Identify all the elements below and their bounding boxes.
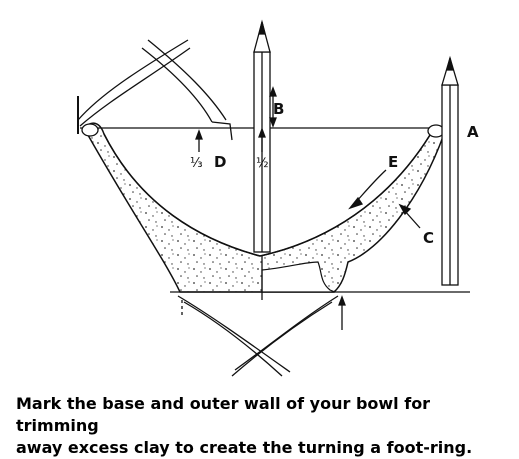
caption: Mark the base and outer wall of your bow… <box>16 393 511 459</box>
dimension-b <box>269 86 277 128</box>
pencil-right <box>441 55 459 286</box>
caliper-bottom <box>177 295 339 377</box>
arrow-c <box>398 203 421 229</box>
label-third: ⅓ <box>190 156 203 171</box>
bowl-inner-surface <box>103 133 431 257</box>
arrow-half <box>258 127 266 152</box>
caliper-top <box>77 39 233 141</box>
label-c: C <box>423 229 434 247</box>
bowl-trimming-diagram: B A C D E ⅓ ½ <box>77 19 479 377</box>
caption-line-1: Mark the base and outer wall of your bow… <box>16 394 431 435</box>
label-e: E <box>388 153 398 171</box>
label-b: B <box>273 100 284 118</box>
caption-line-2: away excess clay to create the turning a… <box>16 438 473 457</box>
foot-ring-recess <box>261 261 336 293</box>
rim-left <box>81 123 99 137</box>
arrow-e <box>348 169 387 210</box>
arrow-third <box>195 129 203 152</box>
label-a: A <box>467 123 479 141</box>
arrow-foot <box>338 295 346 330</box>
label-d: D <box>214 153 226 171</box>
label-half: ½ <box>256 156 269 171</box>
